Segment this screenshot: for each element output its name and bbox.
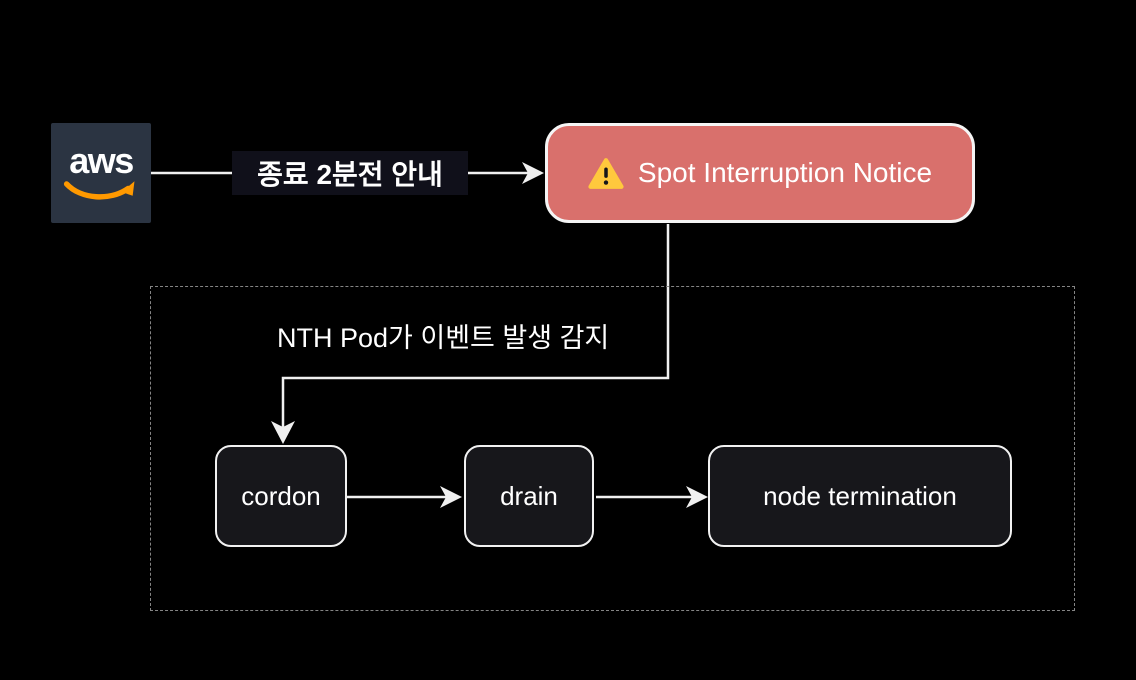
warning-icon xyxy=(588,157,624,189)
edge-label-termination-notice: 종료 2분전 안내 xyxy=(232,151,468,195)
aws-logo-text: aws xyxy=(69,140,134,181)
arrowhead-into-cordon xyxy=(271,421,295,444)
aws-node: aws xyxy=(51,123,151,223)
nth-group-label: NTH Pod가 이벤트 발생 감지 xyxy=(277,323,610,353)
nth-group-container xyxy=(150,286,1075,611)
notice-label: Spot Interruption Notice xyxy=(637,157,933,188)
node-node-termination: node termination xyxy=(708,445,1012,547)
arrowhead-into-drain xyxy=(440,486,462,508)
spot-interruption-notice-node: Spot Interruption Notice xyxy=(545,123,975,223)
edge-notice-to-cordon-line xyxy=(281,224,670,430)
node-cordon: cordon xyxy=(215,445,347,547)
aws-smile-arrow-icon xyxy=(63,181,135,200)
arrowhead-into-notice xyxy=(522,162,544,184)
arrowhead-into-termination xyxy=(686,486,708,508)
node-drain: drain xyxy=(464,445,594,547)
